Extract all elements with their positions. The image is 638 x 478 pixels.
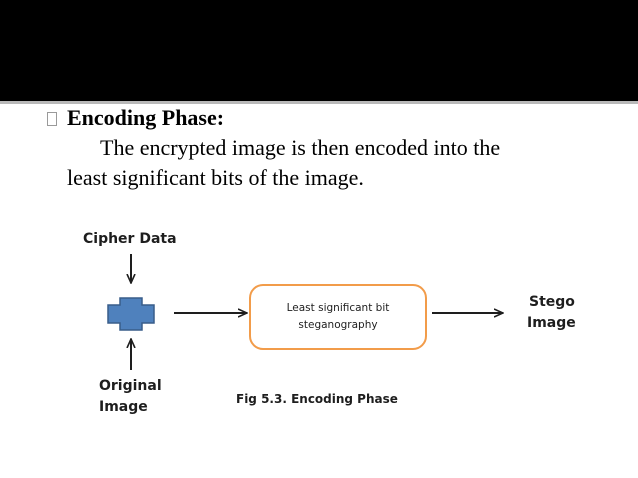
original-label-line-2: Image xyxy=(99,399,148,415)
header-divider xyxy=(0,101,638,104)
figure-caption: Fig 5.3. Encoding Phase xyxy=(236,392,398,406)
stego-label-line-1: Stego xyxy=(529,294,575,310)
cipher-data-label: Cipher Data xyxy=(83,231,177,247)
plus-icon xyxy=(107,297,155,331)
original-label-line-1: Original xyxy=(99,378,162,394)
section-heading: Encoding Phase: xyxy=(67,105,225,130)
box-label-line-2: steganography xyxy=(298,319,378,331)
bullet-icon xyxy=(47,112,57,126)
stego-label-line-2: Image xyxy=(527,315,576,331)
box-label-line-1: Least significant bit xyxy=(286,302,390,314)
lsb-steganography-box: Least significant bit steganography xyxy=(249,284,427,350)
body-text-line-2: least significant bits of the image. xyxy=(67,165,364,190)
header-band xyxy=(0,0,638,101)
body-text-line-1: The encrypted image is then encoded into… xyxy=(100,135,501,160)
